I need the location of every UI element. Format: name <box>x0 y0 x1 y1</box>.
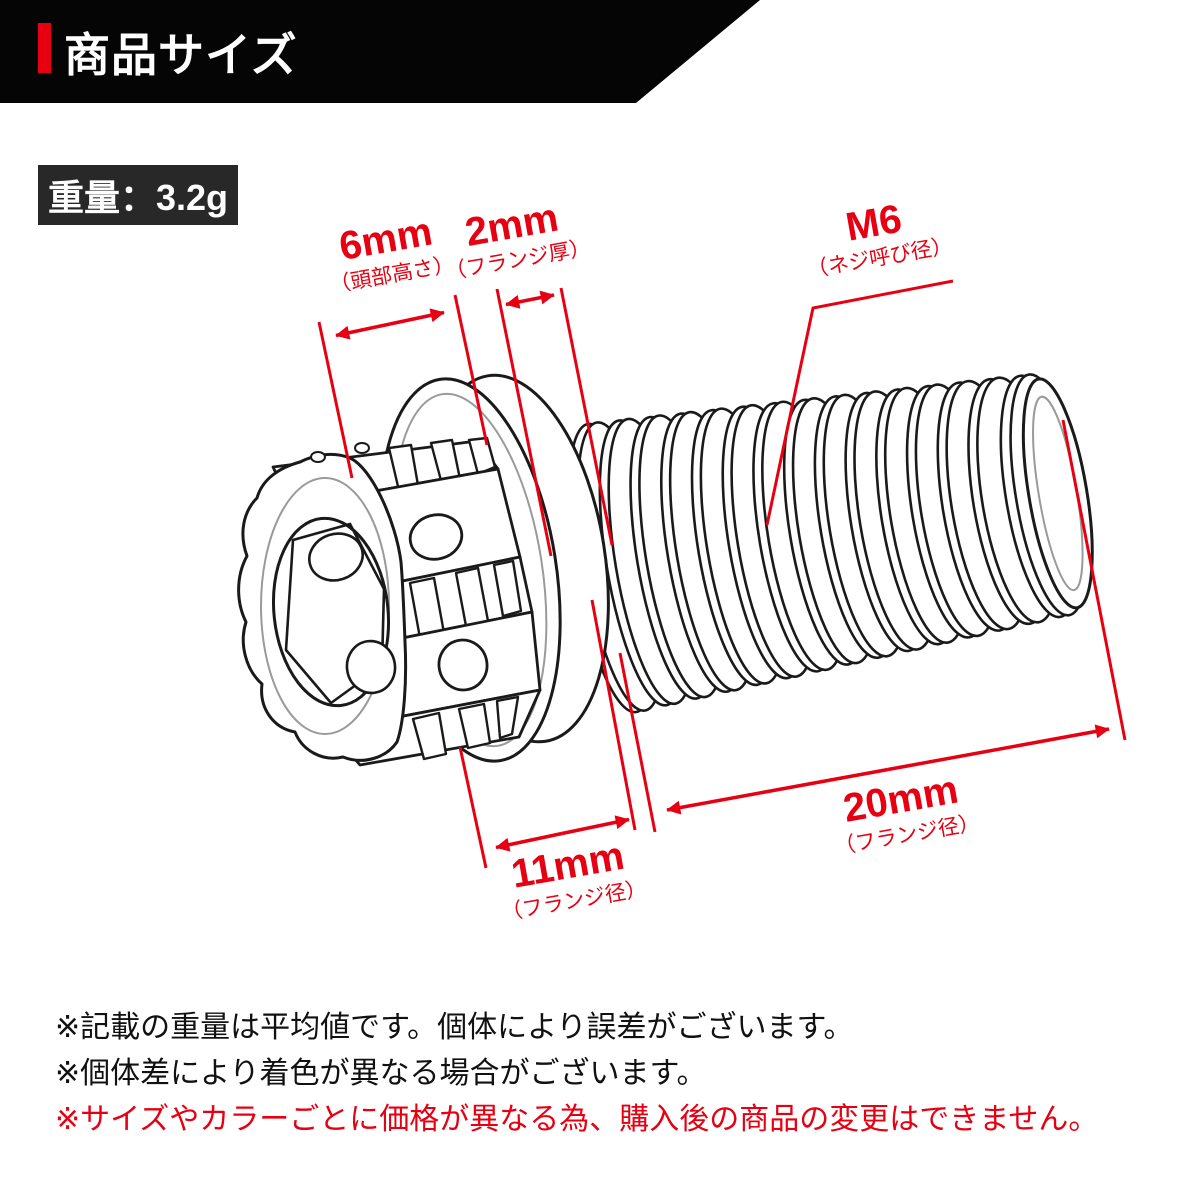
note-no-exchange: ※サイズやカラーごとに価格が異なる為、購入後の商品の変更はできません。 <box>55 1103 1099 1136</box>
note-weight-average: ※記載の重量は平均値です。個体により誤差がございます。 <box>55 1011 854 1044</box>
note-color-variation: ※個体差により着色が異なる場合がございます。 <box>55 1057 707 1090</box>
dimension-flange-diameter: 11mm （フランジ径） <box>495 815 648 925</box>
bolt-head <box>237 436 542 767</box>
header-banner: 商品サイズ <box>0 0 760 103</box>
head-hole-upper <box>308 532 364 582</box>
dimension-head-height: 6mm （頭部高さ） <box>328 209 456 340</box>
dimension-shaft-length: 20mm （フランジ径） <box>666 724 1110 859</box>
thread-end-cap <box>1021 377 1094 610</box>
dimension-flange-thickness: 2mm （フランジ厚） <box>444 195 592 309</box>
dim-thread-spec-value: M6 <box>843 197 905 250</box>
head-hole-lower <box>345 639 397 695</box>
bolt-drawing <box>237 373 1094 767</box>
accent-bar <box>38 23 51 73</box>
weight-badge: 重量：3.2g <box>38 165 238 225</box>
page-title: 商品サイズ <box>64 28 298 81</box>
bolt-thread <box>567 373 1094 714</box>
